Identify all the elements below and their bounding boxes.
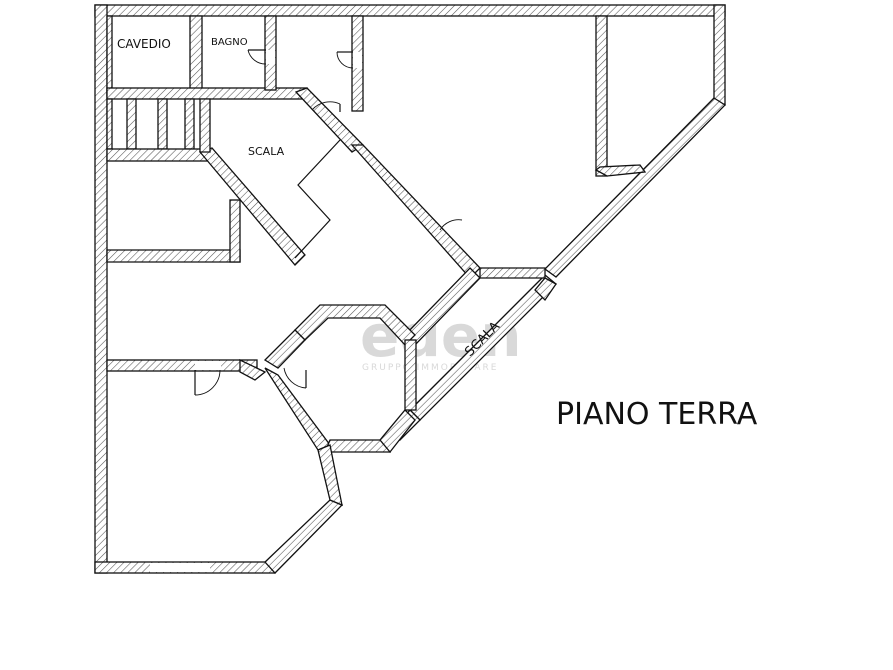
door-bagno xyxy=(247,49,275,65)
outer-walls xyxy=(94,4,727,574)
label-bagno: BAGNO xyxy=(211,37,248,48)
interior-walls xyxy=(106,15,647,507)
label-cavedio: CAVEDIO xyxy=(117,37,171,51)
watermark-tagline: GRUPPO IMMOBILIARE xyxy=(362,363,498,373)
door-octagon xyxy=(283,367,307,389)
door-left-bottom xyxy=(150,563,210,572)
doors xyxy=(150,49,463,572)
plan-title: PIANO TERRA xyxy=(556,397,758,432)
door-big-room xyxy=(194,361,221,396)
door-scala-top xyxy=(311,101,341,112)
door-room-right xyxy=(439,219,463,231)
door-corridor xyxy=(336,51,362,69)
label-scala-upper: SCALA xyxy=(248,145,285,158)
